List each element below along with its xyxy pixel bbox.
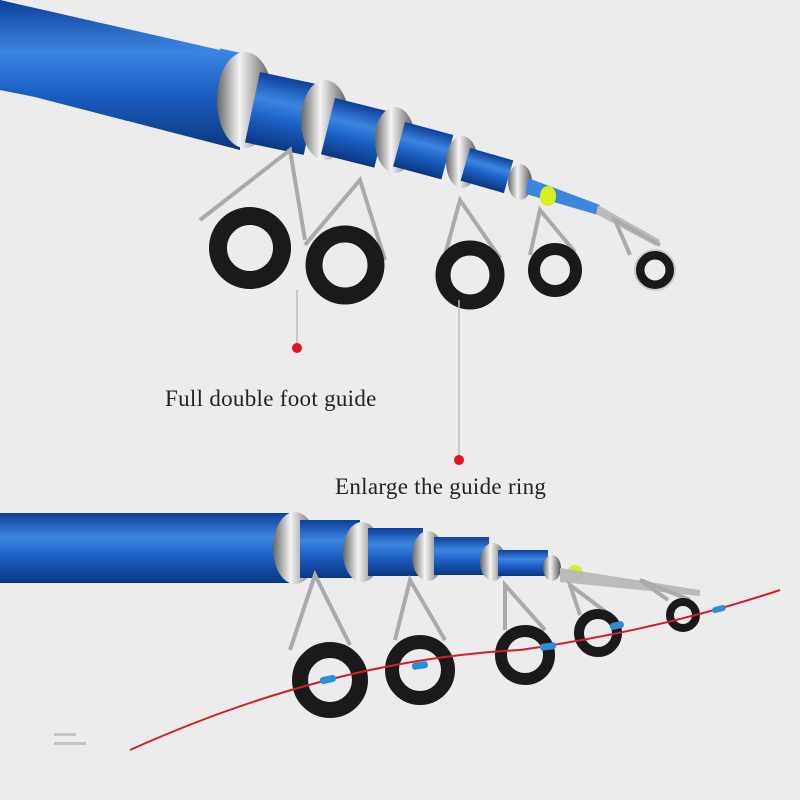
fishing-line bbox=[129, 589, 781, 751]
callout-guide-feet bbox=[292, 290, 302, 353]
bottom-rod bbox=[0, 512, 781, 751]
line-beads bbox=[319, 604, 726, 685]
menu-lines-icon bbox=[54, 733, 86, 749]
label-full-double-foot-guide: Full double foot guide bbox=[165, 386, 377, 411]
top-rod bbox=[0, 0, 676, 310]
label-enlarge-guide-ring: Enlarge the guide ring bbox=[335, 474, 547, 499]
callout-guide-ring bbox=[454, 300, 464, 465]
guide-rings-top bbox=[198, 146, 676, 310]
guide-rings-bottom bbox=[288, 569, 700, 718]
rod-ferrules bbox=[217, 52, 660, 246]
